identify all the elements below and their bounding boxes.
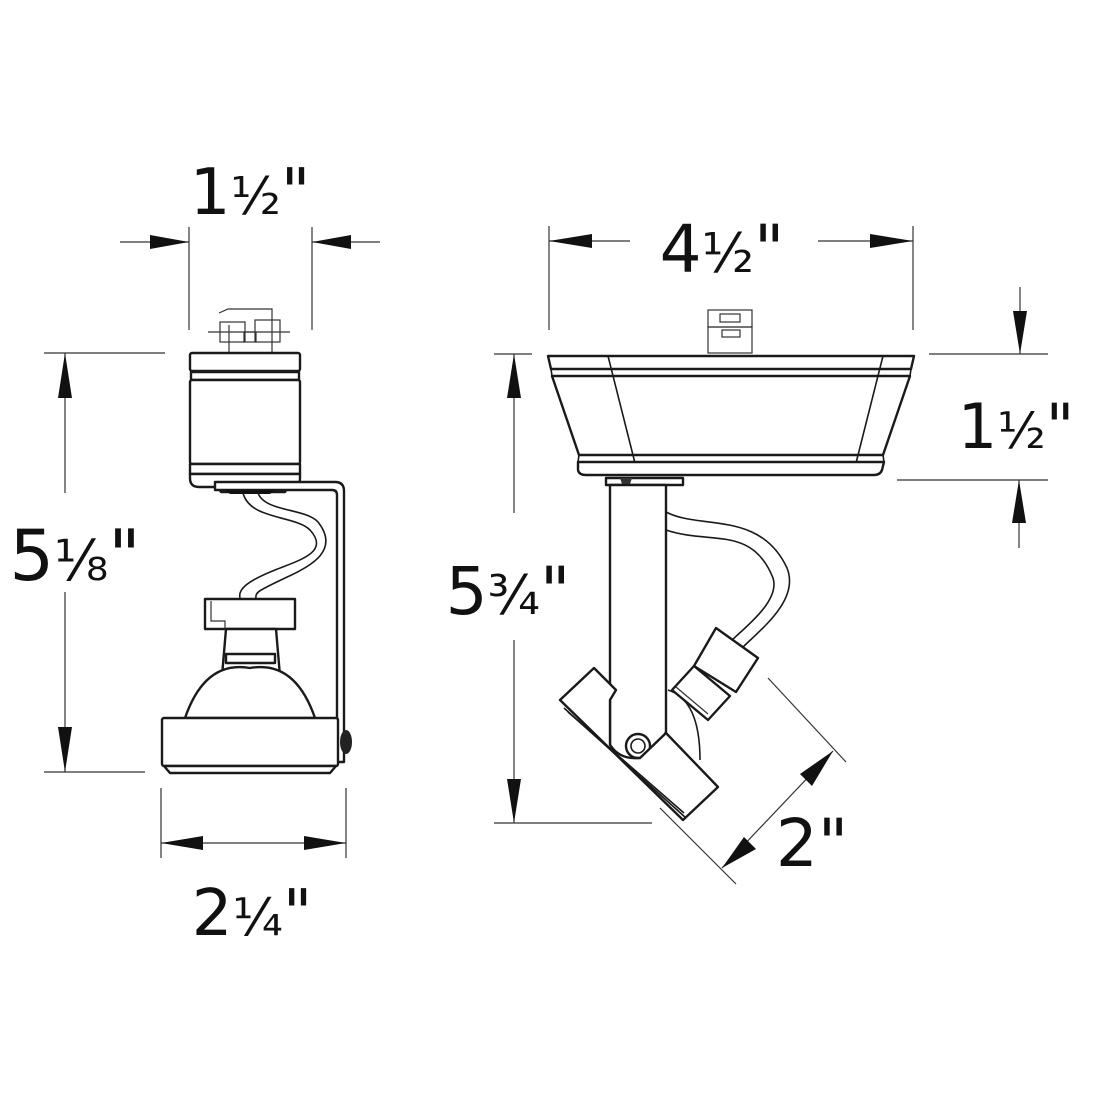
front-lamp-trim <box>558 666 720 822</box>
front-height-dimension: 5¾" <box>446 353 652 824</box>
adapter-body <box>188 351 302 494</box>
side-bottom-width-label: 2¼" <box>192 877 313 951</box>
head-housing <box>546 354 916 477</box>
side-top-width-label: 1½" <box>190 156 311 230</box>
front-lamp-diameter-label: 2" <box>776 805 848 882</box>
front-head-height-dimension: 1½" <box>897 287 1074 548</box>
front-wire <box>665 511 791 649</box>
front-head-height-label: 1½" <box>958 390 1074 463</box>
side-top-width-dimension: 1½" <box>120 156 380 330</box>
side-height-dimension: 5⅛" <box>9 352 165 773</box>
side-bottom-width-dimension: 2¼" <box>160 788 347 951</box>
lamp-trim <box>160 716 340 775</box>
front-track-connector-icon <box>707 309 753 354</box>
wire <box>238 492 327 599</box>
front-lamp-diameter-dimension: 2" <box>659 677 848 885</box>
side-view-fixture <box>160 308 352 775</box>
front-view-fixture <box>546 309 916 822</box>
front-top-width-label: 4½" <box>660 211 785 288</box>
front-socket <box>667 626 760 761</box>
socket <box>203 597 297 678</box>
front-height-label: 5¾" <box>446 553 571 630</box>
side-height-label: 5⅛" <box>9 515 140 597</box>
lamp-dome <box>183 665 317 720</box>
track-connector-icon <box>208 308 290 353</box>
front-top-width-dimension: 4½" <box>548 211 914 330</box>
stem <box>604 476 685 760</box>
